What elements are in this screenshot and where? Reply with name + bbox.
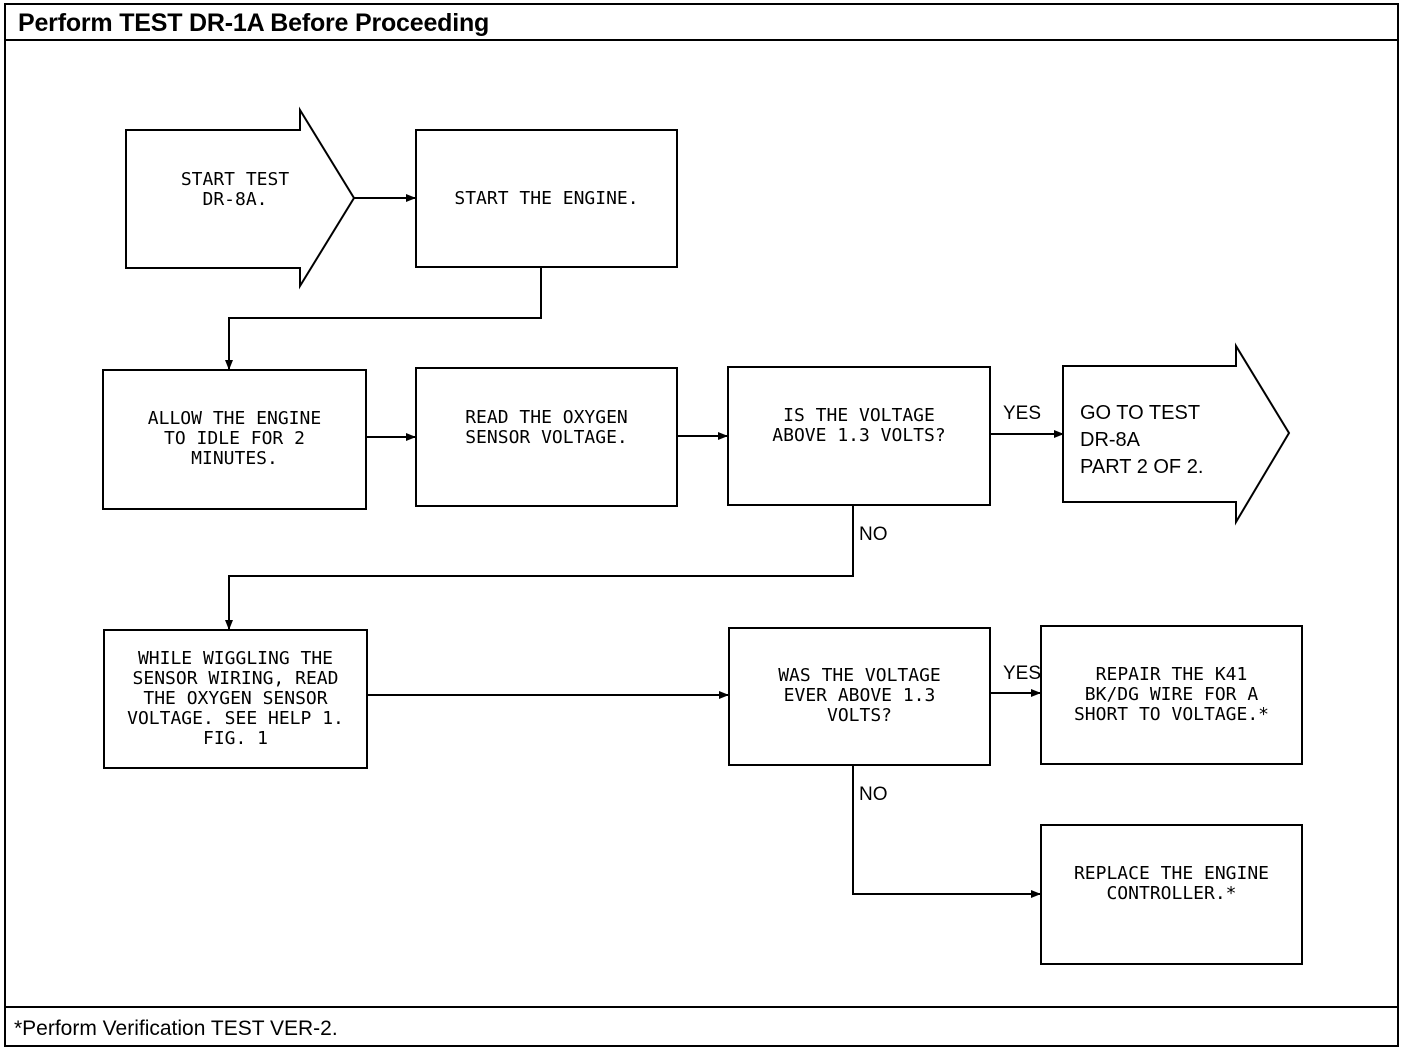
footer-note: *Perform Verification TEST VER-2.: [14, 1017, 338, 1040]
connector-question-no: [225, 505, 854, 630]
goto-test-arrow-shape: [1062, 342, 1291, 526]
branch-label-yes-2: YES: [1003, 663, 1042, 684]
page-border: [4, 3, 1399, 1047]
action-replace-controller: REPLACE THE ENGINE CONTROLLER.*: [1040, 824, 1303, 965]
start-test-arrow-shape: [125, 106, 356, 290]
step-wiggle-wiring: WHILE WIGGLING THE SENSOR WIRING, READ T…: [103, 629, 368, 769]
header-bar: Perform TEST DR-1A Before Proceeding: [4, 3, 1399, 41]
action-repair-wire: REPAIR THE K41 BK/DG WIRE FOR A SHORT TO…: [1040, 625, 1303, 765]
connector-engine-to-idle: [225, 268, 542, 370]
action-replace-controller-text: REPLACE THE ENGINE CONTROLLER.*: [1073, 863, 1270, 904]
decision-is-voltage-above-text: IS THE VOLTAGE ABOVE 1.3 VOLTS?: [772, 405, 946, 446]
decision-was-voltage-above: WAS THE VOLTAGE EVER ABOVE 1.3 VOLTS?: [728, 627, 991, 766]
branch-label-no-2: NO: [859, 784, 888, 805]
step-allow-idle: ALLOW THE ENGINE TO IDLE FOR 2 MINUTES.: [102, 369, 367, 510]
step-wiggle-wiring-text: WHILE WIGGLING THE SENSOR WIRING, READ T…: [127, 648, 344, 749]
branch-label-no-1: NO: [859, 524, 888, 545]
step-allow-idle-text: ALLOW THE ENGINE TO IDLE FOR 2 MINUTES.: [147, 408, 322, 469]
step-start-engine: START THE ENGINE.: [415, 129, 678, 268]
step-read-voltage-text: READ THE OXYGEN SENSOR VOLTAGE.: [465, 407, 628, 448]
footer-bar: *Perform Verification TEST VER-2.: [4, 1006, 1399, 1047]
branch-label-yes-1: YES: [1003, 403, 1042, 424]
start-test-label: START TEST DR-8A.: [180, 169, 290, 210]
decision-was-voltage-above-text: WAS THE VOLTAGE EVER ABOVE 1.3 VOLTS?: [778, 665, 941, 726]
step-start-engine-text: START THE ENGINE.: [454, 188, 639, 209]
step-read-voltage: READ THE OXYGEN SENSOR VOLTAGE.: [415, 367, 678, 507]
page-title: Perform TEST DR-1A Before Proceeding: [18, 9, 490, 37]
connector-was-no: [852, 765, 1041, 898]
goto-test-label: GO TO TEST DR-8A PART 2 OF 2.: [1080, 402, 1204, 478]
decision-is-voltage-above: IS THE VOLTAGE ABOVE 1.3 VOLTS?: [727, 366, 991, 506]
action-repair-wire-text: REPAIR THE K41 BK/DG WIRE FOR A SHORT TO…: [1073, 664, 1270, 725]
